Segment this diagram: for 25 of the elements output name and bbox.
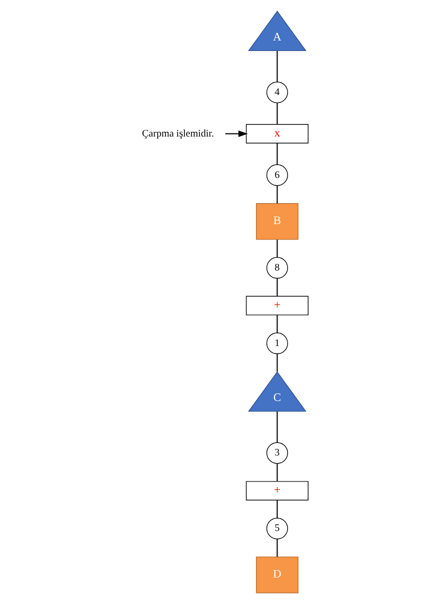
node-circle: 4 — [266, 82, 288, 104]
node-circle: 8 — [266, 257, 288, 279]
connector — [276, 102, 278, 124]
node-box: + — [246, 481, 308, 500]
node-box: B — [256, 203, 298, 240]
connector — [276, 186, 278, 204]
node-circle: 3 — [266, 442, 288, 464]
connector — [276, 143, 278, 165]
connector — [276, 315, 278, 333]
node-circle: 1 — [266, 332, 288, 354]
node-circle: 6 — [266, 164, 288, 186]
node-text: Çarpma işlemidir. — [142, 128, 214, 140]
connector — [276, 354, 278, 372]
node-box: x — [246, 124, 308, 144]
connector — [276, 500, 278, 518]
connector — [276, 278, 278, 296]
connector — [276, 463, 278, 482]
connector — [276, 50, 278, 82]
connector — [276, 539, 278, 557]
connector — [276, 240, 278, 258]
connector — [276, 412, 278, 443]
arrow — [225, 130, 248, 138]
node-box: + — [246, 296, 308, 316]
node-circle: 5 — [266, 518, 288, 540]
node-box: D — [256, 556, 298, 594]
